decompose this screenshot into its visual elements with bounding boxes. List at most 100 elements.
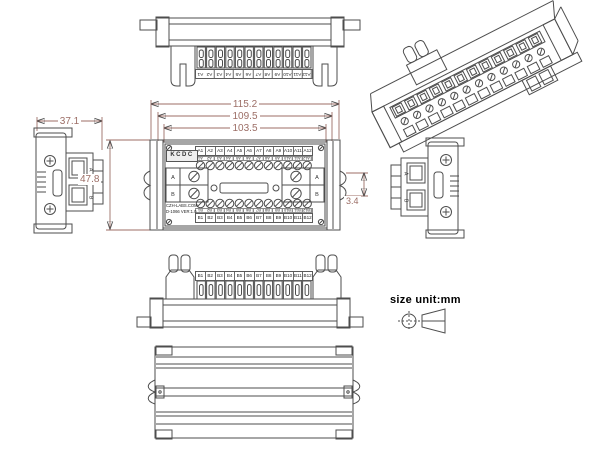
terminal-label: A9 (273, 70, 283, 78)
brand-text: CZH-LABS.COM D-1066 VER:1.0 (166, 203, 210, 216)
terminal-label: A7 (253, 70, 264, 78)
terminal-label: B7 (253, 214, 264, 222)
isometric-view (353, 0, 590, 162)
terminal-slot (207, 281, 215, 299)
mount-hole (273, 185, 279, 191)
side-notch (353, 380, 360, 404)
terminal-label: A12 (302, 157, 312, 160)
iso-terminal-tooth-front (428, 112, 441, 124)
terminal-label: A3 (214, 147, 225, 155)
terminal-slot (274, 281, 282, 299)
terminal-label: B11 (292, 208, 303, 212)
screw-icon (441, 155, 452, 166)
terminal-label: B8 (263, 214, 273, 222)
dim-depth: 37.1 (37, 115, 102, 127)
mount-tab (140, 20, 157, 30)
terminal-label: A6 (243, 147, 254, 155)
iso-terminal-tooth-front (540, 56, 553, 68)
screw-icon (274, 161, 282, 169)
terminal-slot (293, 47, 301, 68)
iso-terminal-tooth-front (527, 62, 540, 74)
terminal-slot (226, 47, 234, 68)
terminal-slot (216, 281, 224, 299)
dim-inner-width: 103.5 (150, 122, 340, 134)
terminal-label: B6 (243, 214, 254, 222)
iso-terminal-tooth (479, 59, 492, 72)
terminal-label: A10 (282, 147, 293, 155)
iso-terminal-tooth (417, 90, 430, 103)
screw-icon (225, 161, 233, 169)
screw-icon (303, 199, 311, 207)
terminal-label: A5 (234, 70, 244, 78)
iso-terminal-tooth (429, 84, 442, 97)
terminal-slot (293, 281, 301, 299)
terminal-b-letter: B (88, 196, 94, 200)
terminal-label: A12 (302, 70, 312, 78)
screw-icon (511, 60, 521, 70)
dim-depth-label: 37.1 (57, 115, 82, 127)
din-clip-ribs (37, 172, 46, 192)
terminal-slot (216, 47, 224, 68)
terminal-a-letter: A (88, 168, 94, 172)
iso-terminal-tooth (466, 65, 479, 78)
dim-overall-width-label: 115.2 (230, 98, 260, 110)
din-clip-foot (166, 270, 194, 299)
din-rail-body (156, 18, 344, 46)
iso-terminal-tooth-front (453, 100, 466, 112)
screw-icon (216, 161, 224, 169)
iso-terminal-tooth-front (490, 81, 503, 93)
din-clip-spring (144, 171, 150, 200)
terminal-slot (226, 281, 234, 299)
screw-icon (303, 161, 311, 169)
screw-icon (487, 72, 497, 82)
screw-icon (264, 161, 272, 169)
mount-tab (137, 317, 151, 327)
terminal-slot (264, 47, 272, 68)
terminal-label: B11 (292, 272, 302, 280)
screw-icon (45, 156, 56, 167)
screw-icon (462, 85, 472, 95)
terminal-label: B2 (204, 214, 215, 222)
iso-terminal-tooth (528, 33, 541, 46)
terminal-label: A10 (282, 70, 293, 78)
terminal-label: A1 (197, 72, 204, 77)
size-unit-icon (398, 309, 445, 333)
din-clip-foot (313, 270, 341, 299)
screw-icon (225, 199, 233, 207)
corner-screw-icon (166, 145, 323, 224)
terminal-label: B5 (234, 214, 244, 222)
bottom-view (137, 255, 363, 328)
iso-terminal-tooth (504, 46, 517, 59)
terminal-label: A9 (273, 147, 283, 155)
terminal-label: A4 (224, 70, 234, 78)
terminal-label: A3 (214, 70, 225, 78)
terminal-label: B3 (214, 208, 225, 212)
terminal-slot (303, 47, 311, 68)
terminal-label: A8 (263, 147, 273, 155)
screw-icon (499, 66, 509, 76)
screw-icon (437, 97, 447, 107)
terminal-label: A8 (263, 157, 273, 160)
terminal-slot (303, 281, 311, 299)
terminal-label: A3 (214, 157, 225, 160)
din-clip-foot (171, 46, 195, 86)
mount-hole (211, 185, 217, 191)
terminal-slot (255, 47, 263, 68)
terminal-label: A11 (292, 70, 303, 78)
terminal-slot (245, 281, 253, 299)
terminal-slot (207, 47, 215, 68)
dim-overall-width: 115.2 (150, 98, 340, 110)
terminal-slot (235, 47, 243, 68)
screw-icon (293, 199, 301, 207)
screw-icon (449, 91, 459, 101)
right-side-view: A B (391, 138, 464, 238)
screw-icon (245, 161, 253, 169)
terminal-label: B10 (282, 214, 293, 222)
terminal-b-letter: B (171, 192, 175, 198)
terminal-label: B3 (214, 272, 225, 280)
screw-icon (255, 161, 263, 169)
